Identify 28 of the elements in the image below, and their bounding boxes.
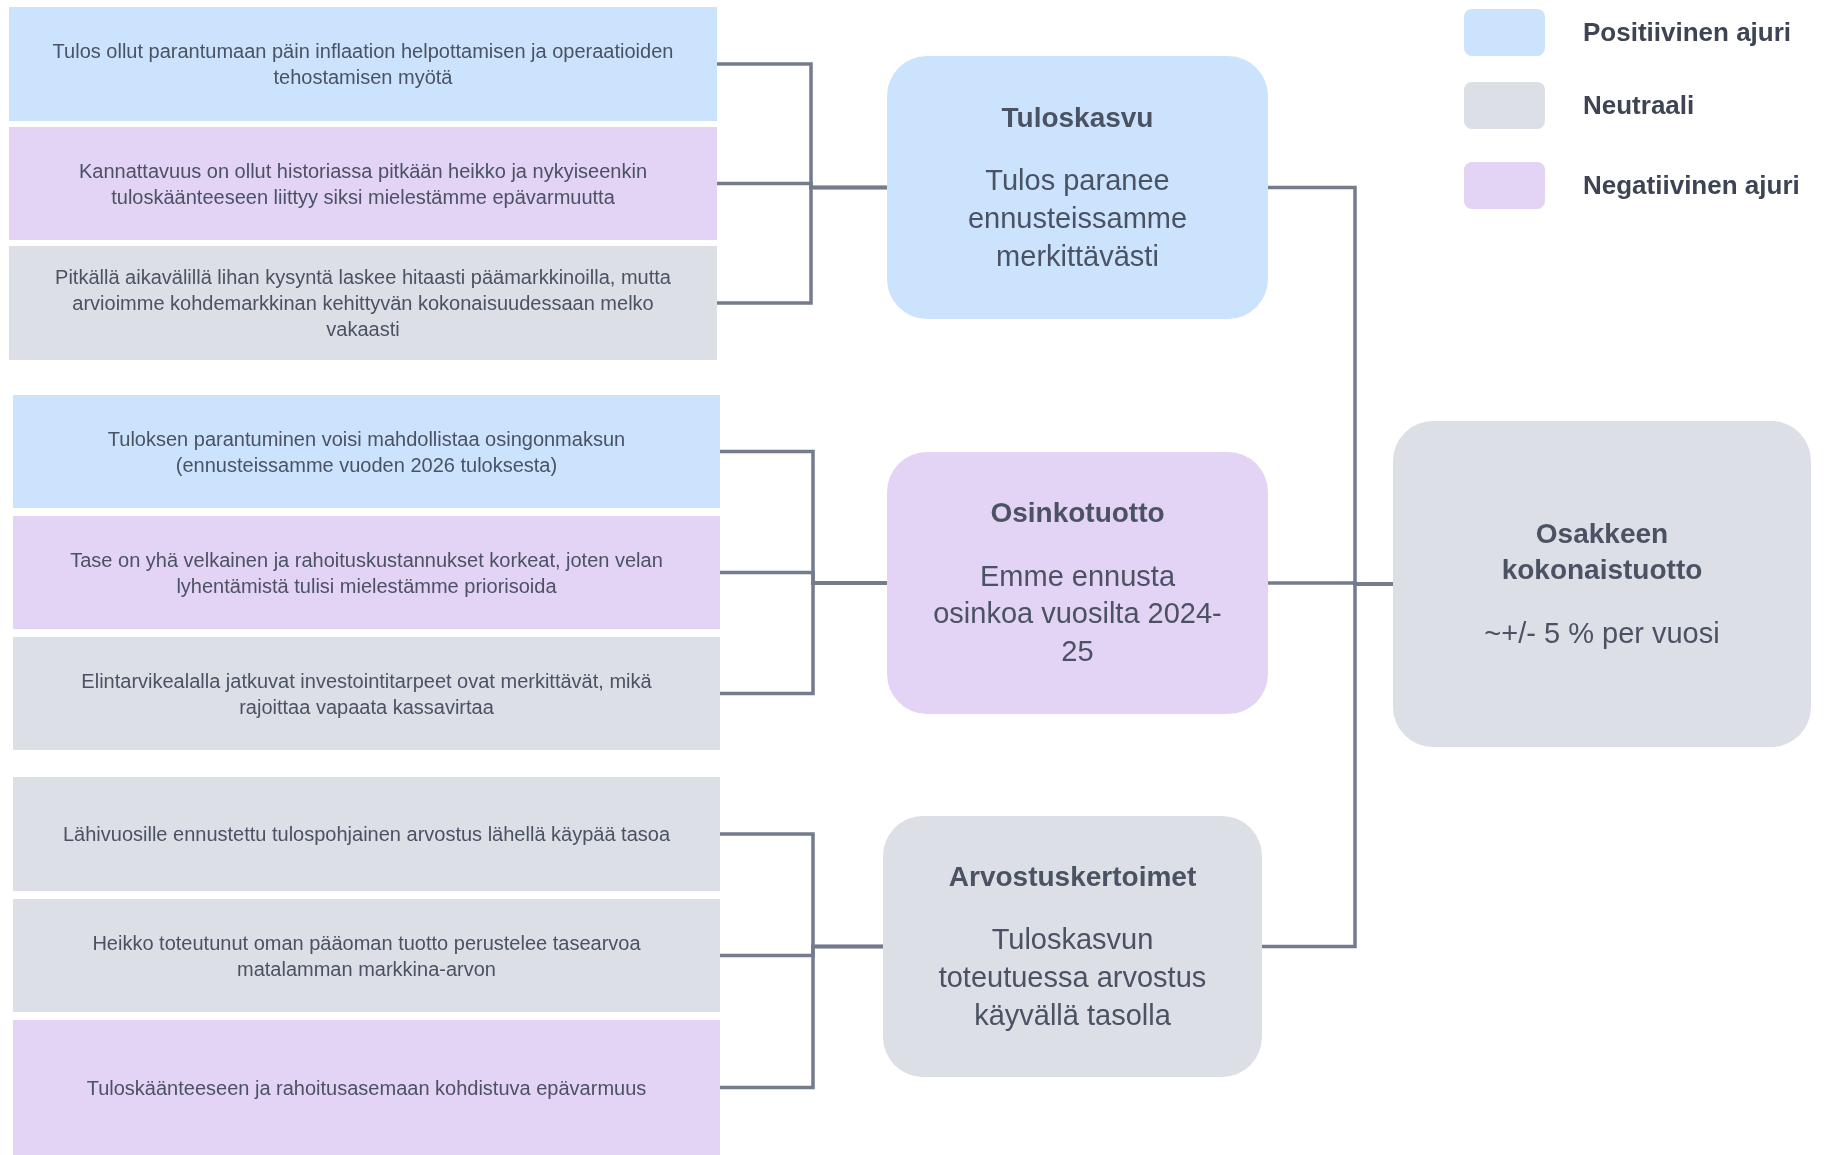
card-text: Tulos paranee ennusteissamme merkittävästi: [966, 163, 1189, 274]
legend-label: Neutraali: [1583, 90, 1695, 121]
card-text: Tuloskasvun toteutuessa arvostus käyvällä tasolla: [937, 922, 1208, 1033]
connector-line: [1262, 582, 1393, 949]
legend-label: Positiivinen ajuri: [1583, 17, 1792, 48]
card-title: Osinkotuotto: [990, 496, 1165, 531]
connector-line: [720, 944, 883, 1090]
card-title: Osakkeen kokonaistuotto: [1500, 516, 1704, 588]
factor-box: Kannattavuus on ollut historiassa pitkään heikko ja nykyiseenkin tuloskäänteeseen liittyy siksi mielestämme epävarmuutta: [9, 127, 717, 240]
driver-card: [887, 56, 1268, 319]
factor-box: Tulos ollut parantumaan päin inflaation helpottamisen ja operaatioiden tehostamisen myötä: [9, 7, 717, 121]
factor-box: Pitkällä aikavälillä lihan kysyntä laskee hitaasti päämarkkinoilla, mutta arvioimme kohdemarkkinan kehittyvän kokonaisuudessaan melko vakaasti: [9, 246, 717, 360]
factor-box: Tase on yhä velkainen ja rahoituskustannukset korkeat, joten velan lyhentämistä tulisi mielestämme priorisoida: [13, 516, 720, 629]
factor-box: Elintarvikealalla jatkuvat investointitarpeet ovat merkittävät, mikä rajoittaa vapaata kassavirtaa: [13, 637, 720, 750]
driver-card: [883, 816, 1262, 1077]
card-title: Arvostuskertoimet: [948, 859, 1197, 894]
driver-card: [887, 452, 1268, 714]
card-text: ~+/- 5 % per vuosi: [1484, 615, 1720, 651]
card-title: Tuloskasvu: [1001, 100, 1154, 135]
card-text: Emme ennusta osinkoa vuosilta 2024-25: [932, 558, 1223, 670]
connector-line: [720, 581, 887, 696]
factor-box: Heikko toteutunut oman pääoman tuotto perustelee tasearvoa matalamman markkina-arvon: [13, 899, 720, 1012]
factor-box: Lähivuosille ennustettu tulospohjainen arvostus lähellä käypää tasoa: [13, 777, 720, 891]
factor-box: Tuloksen parantuminen voisi mahdollistaa osingonmaksun (ennusteissamme vuoden 2026 tuloksesta): [13, 395, 720, 508]
legend-label: Negatiivinen ajuri: [1583, 170, 1800, 201]
factor-box: Tuloskäänteeseen ja rahoitusasemaan kohdistuva epävarmuus: [13, 1020, 720, 1155]
connector-line: [717, 185, 887, 305]
driver-card: [1393, 421, 1811, 747]
